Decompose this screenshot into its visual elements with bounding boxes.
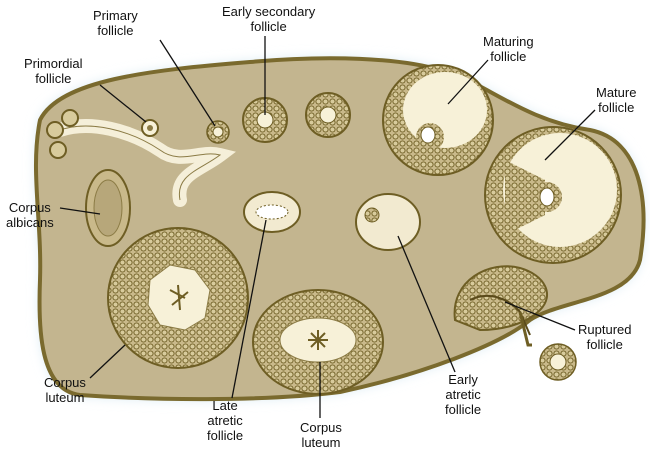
label-line: Primordial xyxy=(24,56,83,71)
maturing-follicle xyxy=(382,64,494,176)
label-line: follicle xyxy=(35,71,72,86)
label-line: follicle xyxy=(250,19,287,34)
corpus-luteum-bottom xyxy=(252,289,384,395)
label-line: Late xyxy=(212,398,238,413)
label-line: Maturing xyxy=(483,34,534,49)
ruptured-follicle xyxy=(453,265,577,381)
label-line: luteum xyxy=(45,390,85,405)
label-line: atretic xyxy=(445,387,481,402)
corpus-albicans xyxy=(85,169,131,247)
early-atretic-follicle xyxy=(355,193,421,251)
label-line: Early xyxy=(448,372,478,387)
late-atretic-follicle xyxy=(243,191,301,233)
label-line: follicle xyxy=(207,428,244,443)
early-secondary-follicle xyxy=(242,92,351,143)
label-line: follicle xyxy=(490,49,527,64)
label-line: atretic xyxy=(207,413,243,428)
leader-lines xyxy=(59,36,596,418)
label-line: follicle xyxy=(586,337,623,352)
primordial-follicles xyxy=(46,109,236,207)
corpus-luteum-left xyxy=(107,227,249,369)
label-line: follicle xyxy=(97,23,134,38)
label-line: Early secondary xyxy=(222,4,316,19)
label-line: follicle xyxy=(598,100,635,115)
label-line: Corpus xyxy=(8,200,51,215)
label-line: Mature xyxy=(596,85,637,100)
label-line: Corpus xyxy=(44,375,86,390)
label-line: luteum xyxy=(301,435,341,449)
label-line: follicle xyxy=(445,402,482,417)
label-line: Primary xyxy=(93,8,138,23)
label-line: Ruptured xyxy=(578,322,632,337)
label-line: albicans xyxy=(6,215,54,230)
mature-follicle xyxy=(484,126,622,264)
primary-follicle xyxy=(206,120,230,144)
label-line: Corpus xyxy=(300,420,342,435)
